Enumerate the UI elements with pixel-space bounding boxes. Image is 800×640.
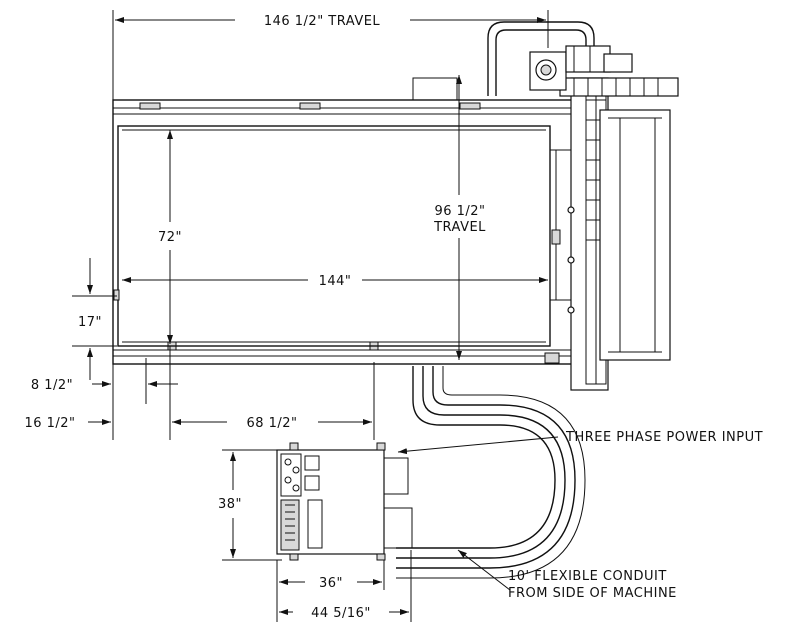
control-cabinet xyxy=(276,442,413,561)
offset-8-5-label: 8 1/2" xyxy=(31,378,73,393)
cabinet-total-width-label: 44 5/16" xyxy=(311,606,371,621)
cutting-table xyxy=(113,125,573,347)
table-length-label: 144" xyxy=(319,274,352,289)
flexible-conduit xyxy=(396,366,586,579)
y-travel-label-line2: TRAVEL xyxy=(433,220,486,235)
cable-carrier-top xyxy=(412,77,679,101)
cabinet-width-label: 36" xyxy=(319,576,343,591)
table-width-label: 72" xyxy=(158,230,182,245)
power-input-callout: THREE PHASE POWER INPUT xyxy=(565,430,763,445)
y-travel-label-line1: 96 1/2" xyxy=(434,204,485,219)
x-travel-label: 146 1/2" TRAVEL xyxy=(264,14,381,29)
offset-68-5-label: 68 1/2" xyxy=(246,416,297,431)
cabinet-height-label: 38" xyxy=(218,497,242,512)
torch-head xyxy=(487,21,633,96)
dimension-lines xyxy=(72,10,559,622)
offset-16-5-label: 16 1/2" xyxy=(24,416,75,431)
offset-17-label: 17" xyxy=(78,315,102,330)
conduit-callout-line2: FROM SIDE OF MACHINE xyxy=(508,586,677,601)
conduit-callout-line1: 10' FLEXIBLE CONDUIT xyxy=(508,569,667,584)
gantry-assembly xyxy=(567,77,671,391)
